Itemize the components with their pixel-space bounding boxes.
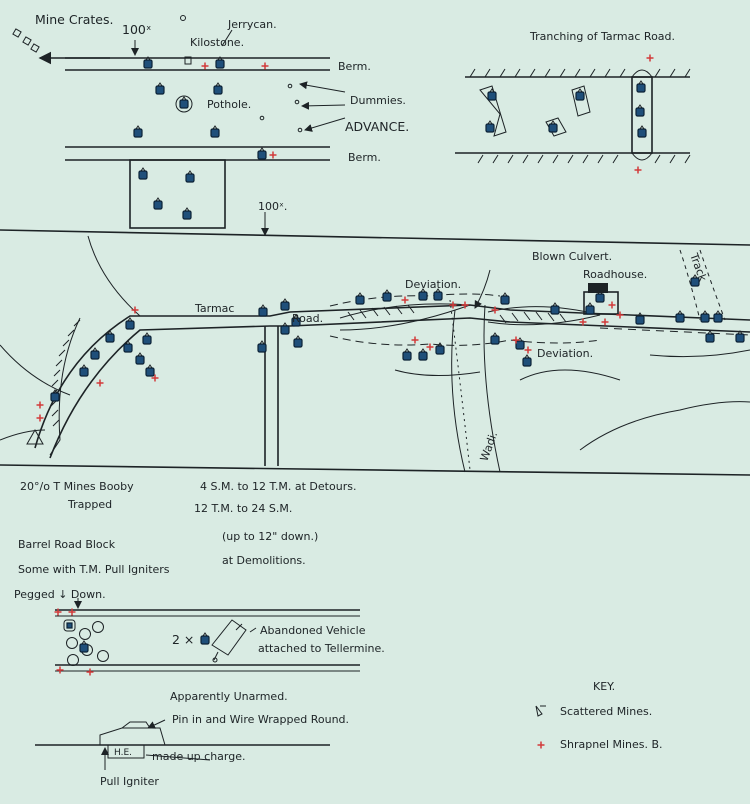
- cone-icon: [26, 428, 44, 445]
- label-deviation-top: Deviation.: [405, 278, 461, 291]
- kilostone-icon: [184, 56, 192, 65]
- vehicle-icon: [211, 619, 247, 663]
- charge-diagram: [35, 719, 330, 770]
- label-deviation-bottom: Deviation.: [537, 347, 593, 360]
- label-made-up: made up charge.: [152, 750, 246, 763]
- label-advance: ADVANCE.: [345, 119, 409, 134]
- main-map: [0, 229, 750, 476]
- dummies-icon: [259, 83, 303, 133]
- label-berm-bottom: Berm.: [348, 151, 381, 164]
- label-booby-1: 20°/o T Mines Booby: [20, 480, 134, 493]
- mine-crates-icon: [12, 28, 40, 53]
- label-key-shrapnel: Shrapnel Mines. B.: [560, 738, 663, 751]
- shrapnel-mine-icon: [536, 740, 546, 750]
- label-sm-3: (up to 12" down.): [222, 530, 318, 543]
- label-blown-culvert: Blown Culvert.: [532, 250, 612, 263]
- label-berm-top: Berm.: [338, 60, 371, 73]
- label-vehicle-1: Abandoned Vehicle: [260, 624, 366, 637]
- label-pin-wire: Pin in and Wire Wrapped Round.: [172, 713, 349, 726]
- key-legend: [535, 705, 546, 750]
- label-dummies: Dummies.: [350, 94, 406, 107]
- label-jerrycan: Jerrycan.: [227, 18, 277, 31]
- label-sm-1: 4 S.M. to 12 T.M. at Detours.: [200, 480, 356, 493]
- label-distance-top: 100ˣ: [122, 22, 151, 37]
- label-kilostone: Kilostone.: [190, 36, 244, 49]
- label-roadhouse: Roadhouse.: [583, 268, 647, 281]
- label-pothole: Pothole.: [207, 98, 251, 111]
- top-left-panel: [12, 15, 346, 236]
- label-vehicle-count: 2 ×: [172, 632, 194, 647]
- label-barrel-1: Barrel Road Block: [18, 538, 116, 551]
- label-he: H.E.: [114, 748, 132, 758]
- label-road: Road.: [292, 312, 323, 325]
- label-key-title: KEY.: [593, 680, 615, 693]
- label-vehicle-2: attached to Tellermine.: [258, 642, 385, 655]
- label-booby-2: Trapped: [67, 498, 112, 511]
- label-pull-igniter: Pull Igniter: [100, 775, 159, 788]
- label-distance-bottom: 100ˣ.: [258, 200, 287, 213]
- label-unarmed: Apparently Unarmed.: [170, 690, 288, 703]
- pothole-icon: [175, 95, 193, 113]
- label-sm-4: at Demolitions.: [222, 554, 306, 567]
- label-sm-2: 12 T.M. to 24 S.M.: [194, 502, 292, 515]
- scattered-mine-icon: [535, 705, 546, 717]
- label-track: Track: [687, 251, 710, 284]
- barrel-road-block-panel: [53, 598, 360, 677]
- label-pegged: Pegged ↓ Down.: [14, 588, 106, 601]
- trenching-panel: [455, 53, 691, 175]
- label-key-scattered: Scattered Mines.: [560, 705, 652, 718]
- blown-culvert-icon: [588, 283, 608, 293]
- jerrycan-icon: [180, 15, 186, 21]
- labels: Mine Crates. 100ˣ Jerrycan. Kilostone. B…: [14, 12, 709, 788]
- label-mine-crates: Mine Crates.: [35, 12, 113, 27]
- label-tarmac: Tarmac: [194, 302, 234, 315]
- label-barrel-2: Some with T.M. Pull Igniters: [18, 563, 170, 576]
- label-trenching-title: Tranching of Tarmac Road.: [529, 30, 675, 43]
